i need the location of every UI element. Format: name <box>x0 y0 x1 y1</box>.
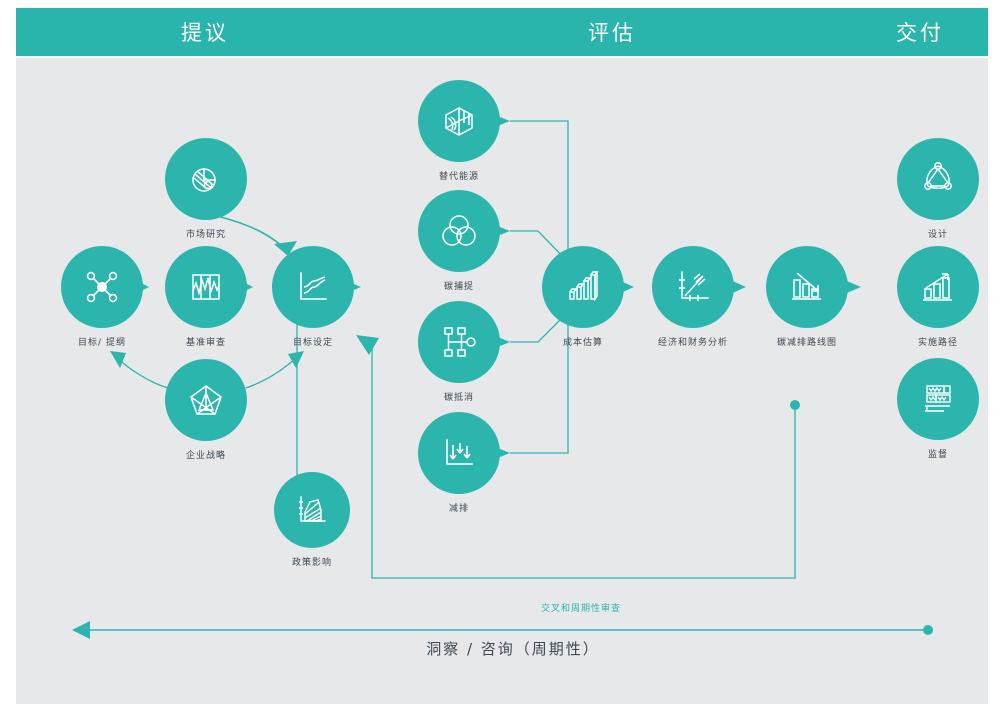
wire-feedback-loop <box>371 348 796 579</box>
arrowhead-bottom-flow <box>72 621 90 639</box>
bar-decline-icon <box>788 268 826 306</box>
carbon-offset-disc[interactable] <box>418 301 500 383</box>
alternative-energy-disc[interactable] <box>418 80 500 162</box>
checklist-board-icon <box>919 380 957 418</box>
node-label: 目标设定 <box>292 338 334 348</box>
node-label: 碳抵消 <box>443 393 475 403</box>
phase-header-bar: 提议 评估 交付 <box>16 8 988 56</box>
policy-impact-disc[interactable] <box>274 472 350 548</box>
target-setting-disc[interactable] <box>272 246 354 328</box>
radar-pentagon-icon <box>187 381 225 419</box>
node-label: 设计 <box>927 230 949 240</box>
baseline-review-disc[interactable] <box>165 246 247 328</box>
arrowhead-strategy-to-objectives <box>110 351 126 368</box>
node-label: 市场研究 <box>185 230 227 240</box>
area-chart-icon <box>188 269 224 305</box>
bottom-flow-label: 洞察 / 咨询（周期性） <box>426 640 600 658</box>
node-label: 碳减排路线图 <box>776 338 838 348</box>
wire-alt-energy-to-cost <box>510 120 569 253</box>
down-arrows-chart-icon <box>440 434 478 472</box>
node-label: 成本估算 <box>562 338 604 348</box>
node-label: 减排 <box>448 504 470 514</box>
implementation-path-disc[interactable] <box>897 246 979 328</box>
arrowhead-market-to-target <box>274 241 297 256</box>
node-label: 经济和财务分析 <box>657 338 729 348</box>
node-label: 碳捕捉 <box>443 282 475 292</box>
arrowhead-strategy-to-target <box>288 351 304 368</box>
cost-estimation-disc[interactable] <box>542 246 624 328</box>
emission-reduction-disc[interactable] <box>418 412 500 494</box>
node-label: 监督 <box>927 450 949 460</box>
node-label: 替代能源 <box>438 172 480 182</box>
wire-strategy-to-target <box>245 356 298 389</box>
wire-carbon-capture-to-cost <box>510 230 569 263</box>
phase-label-delivery: 交付 <box>896 22 944 45</box>
design-disc[interactable] <box>897 138 979 220</box>
process-diagram-body: .ln{stroke:#2cb5ac;stroke-width:1.3;fill… <box>16 58 988 704</box>
supervision-disc[interactable] <box>897 358 979 440</box>
feedback-origin-dot <box>790 400 800 410</box>
line-chart-icon <box>294 268 332 306</box>
bar-growth-icon <box>564 268 602 306</box>
wire-strategy-to-objectives <box>115 356 169 389</box>
arrowhead-feedback-to-target <box>356 335 379 355</box>
wire-carbon-offset-to-cost <box>510 311 569 343</box>
objectives-disc[interactable] <box>61 246 143 328</box>
node-label: 目标/ 提纲 <box>78 338 126 348</box>
corporate-strategy-disc[interactable] <box>165 359 247 441</box>
bar-rise-arrow-icon <box>919 268 957 306</box>
energy-cube-icon <box>440 102 478 140</box>
wire-emission-reduction-to-cost <box>510 320 569 454</box>
carbon-roadmap-disc[interactable] <box>766 246 848 328</box>
node-label: 政策影响 <box>291 558 333 568</box>
phase-label-assessment: 评估 <box>588 22 636 45</box>
network-nodes-icon <box>83 268 121 306</box>
carbon-capture-disc[interactable] <box>418 190 500 272</box>
feedback-loop-label: 交叉和周期性审查 <box>540 604 622 614</box>
hatched-area-icon <box>294 492 330 528</box>
node-label: 基准审查 <box>185 338 227 348</box>
market-research-disc[interactable] <box>165 138 247 220</box>
triangle-nodes-icon <box>919 160 957 198</box>
scatter-trend-icon <box>674 268 712 306</box>
venn-circles-icon <box>440 212 478 250</box>
node-tree-icon <box>440 323 478 361</box>
pie-chart-icon <box>188 161 224 197</box>
phase-label-proposal: 提议 <box>181 22 229 45</box>
connector-layer: .ln{stroke:#2cb5ac;stroke-width:1.3;fill… <box>72 113 933 639</box>
node-label: 实施路径 <box>917 338 959 348</box>
node-label: 企业战略 <box>185 451 227 461</box>
econ-fin-analysis-disc[interactable] <box>652 246 734 328</box>
